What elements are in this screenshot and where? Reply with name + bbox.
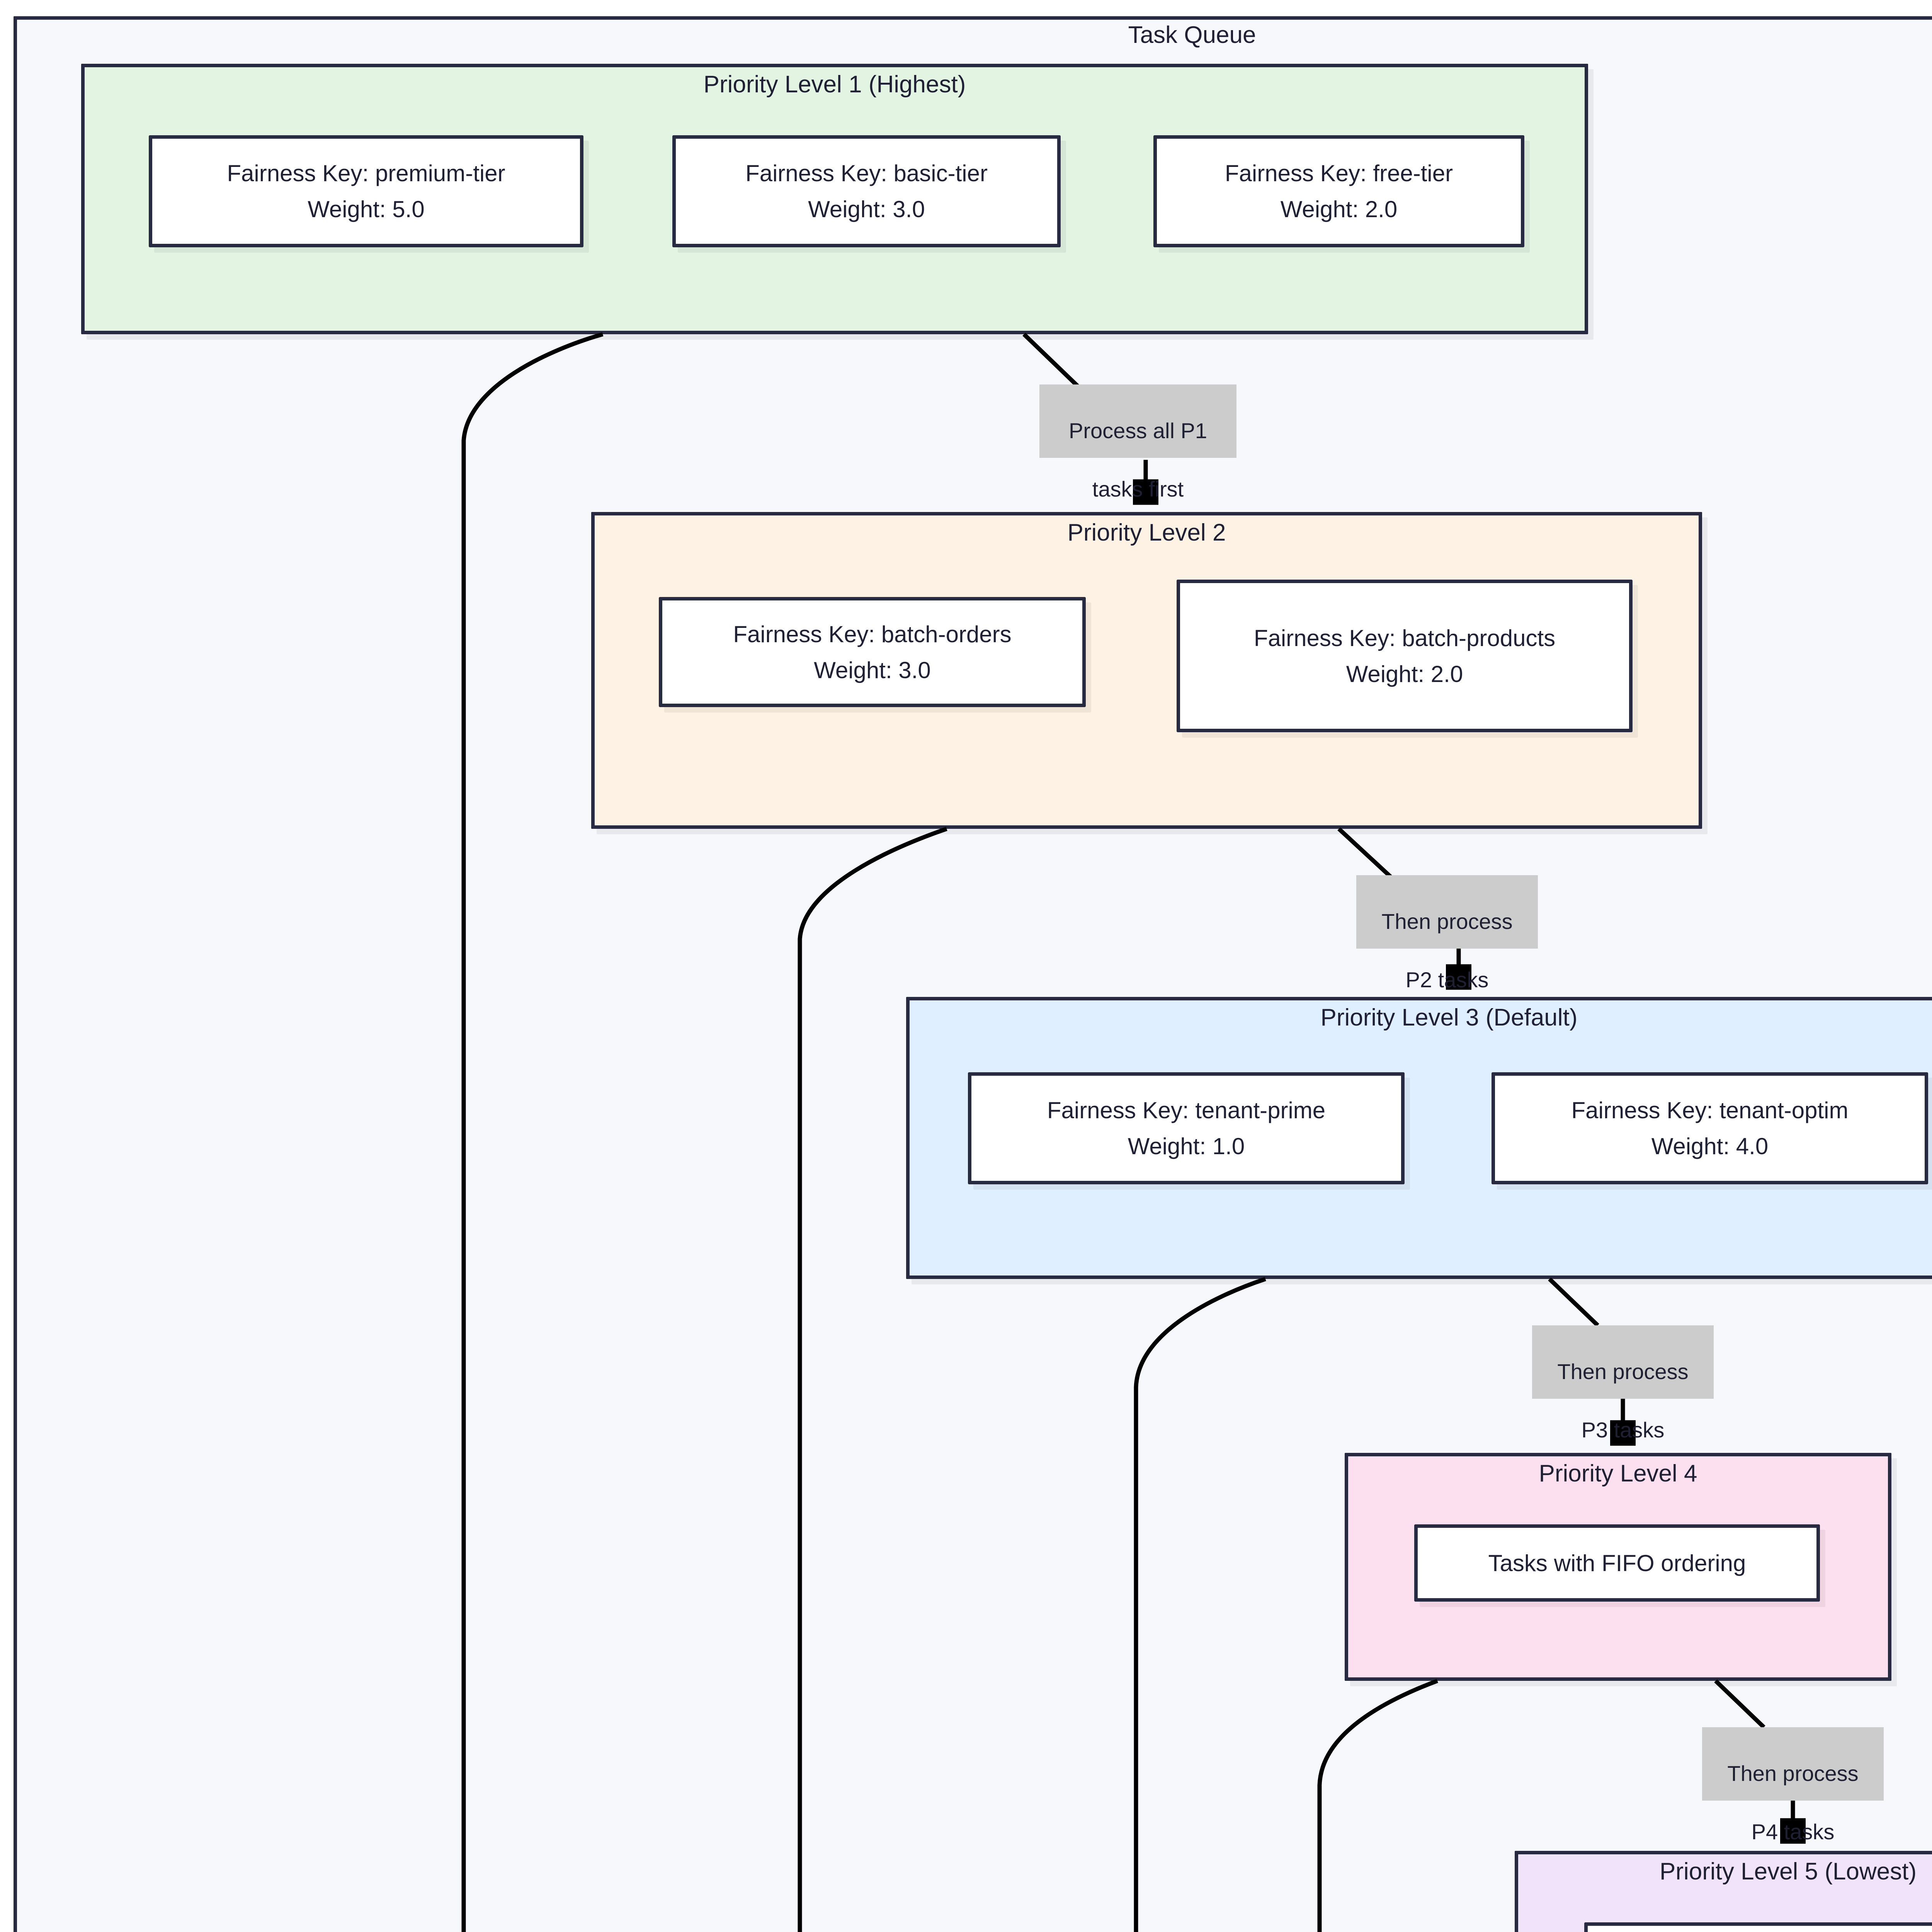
cluster-priority-level-5[interactable] bbox=[1515, 1851, 1932, 1932]
fifo-node-priority-4[interactable]: Tasks with FIFO ordering bbox=[1414, 1524, 1820, 1602]
cluster-title-priority-level-1: Priority Level 1 (Highest) bbox=[703, 71, 966, 98]
fairness-key-label: Fairness Key: free-tier bbox=[1225, 160, 1453, 186]
edge-label-line1: Then process bbox=[1727, 1761, 1859, 1786]
fifo-node-priority-5[interactable]: Tasks with FIFO ordering bbox=[1584, 1922, 1932, 1932]
task-queue-title: Task Queue bbox=[1128, 22, 1256, 48]
weight-label: Weight: 3.0 bbox=[814, 657, 931, 683]
edge-label-p3-to-p4: Then process P3 tasks bbox=[1532, 1325, 1714, 1442]
weight-label: Weight: 3.0 bbox=[808, 196, 925, 222]
edge-label-line1: Process all P1 bbox=[1069, 418, 1207, 443]
weight-label: Weight: 2.0 bbox=[1346, 661, 1463, 687]
cluster-title-priority-level-2: Priority Level 2 bbox=[1067, 519, 1226, 546]
fairness-node-tenant-optim[interactable]: Fairness Key: tenant-optim Weight: 4.0 bbox=[1492, 1072, 1928, 1184]
fairness-key-label: Fairness Key: premium-tier bbox=[227, 160, 505, 186]
edge-label-line1: Then process bbox=[1381, 909, 1513, 934]
edge-label-p2-to-p3: Then process P2 tasks bbox=[1356, 875, 1538, 992]
fairness-node-free-tier[interactable]: Fairness Key: free-tier Weight: 2.0 bbox=[1153, 135, 1524, 247]
edge-label-line2: P2 tasks bbox=[1405, 967, 1489, 992]
fairness-node-batch-orders[interactable]: Fairness Key: batch-orders Weight: 3.0 bbox=[659, 597, 1086, 707]
edge-label-p1-to-p2: Process all P1 tasks first bbox=[1039, 384, 1236, 501]
fairness-key-label: Fairness Key: tenant-prime bbox=[1047, 1097, 1326, 1123]
cluster-title-priority-level-4: Priority Level 4 bbox=[1539, 1460, 1697, 1487]
edge-label-line2: P4 tasks bbox=[1751, 1819, 1835, 1844]
cluster-title-priority-level-5: Priority Level 5 (Lowest) bbox=[1659, 1858, 1917, 1885]
fairness-node-tenant-prime[interactable]: Fairness Key: tenant-prime Weight: 1.0 bbox=[968, 1072, 1405, 1184]
fairness-key-label: Fairness Key: basic-tier bbox=[745, 160, 988, 186]
weight-label: Weight: 5.0 bbox=[308, 196, 425, 222]
weight-label: Weight: 1.0 bbox=[1128, 1133, 1245, 1159]
fairness-key-label: Fairness Key: batch-orders bbox=[733, 621, 1012, 647]
fairness-key-label: Fairness Key: tenant-optim bbox=[1571, 1097, 1849, 1123]
fairness-node-premium-tier[interactable]: Fairness Key: premium-tier Weight: 5.0 bbox=[149, 135, 583, 247]
edge-label-line1: Then process bbox=[1557, 1359, 1689, 1384]
cluster-title-priority-level-3: Priority Level 3 (Default) bbox=[1320, 1004, 1578, 1031]
weight-label: Weight: 4.0 bbox=[1651, 1133, 1769, 1159]
edge-label-p4-to-p5: Then process P4 tasks bbox=[1702, 1727, 1884, 1844]
fifo-label: Tasks with FIFO ordering bbox=[1488, 1550, 1746, 1576]
edge-label-line2: tasks first bbox=[1092, 476, 1184, 501]
fairness-node-batch-products[interactable]: Fairness Key: batch-products Weight: 2.0 bbox=[1177, 580, 1633, 732]
fairness-node-basic-tier[interactable]: Fairness Key: basic-tier Weight: 3.0 bbox=[672, 135, 1061, 247]
weight-label: Weight: 2.0 bbox=[1280, 196, 1398, 222]
edge-label-line2: P3 tasks bbox=[1581, 1417, 1665, 1442]
fairness-key-label: Fairness Key: batch-products bbox=[1253, 625, 1556, 651]
